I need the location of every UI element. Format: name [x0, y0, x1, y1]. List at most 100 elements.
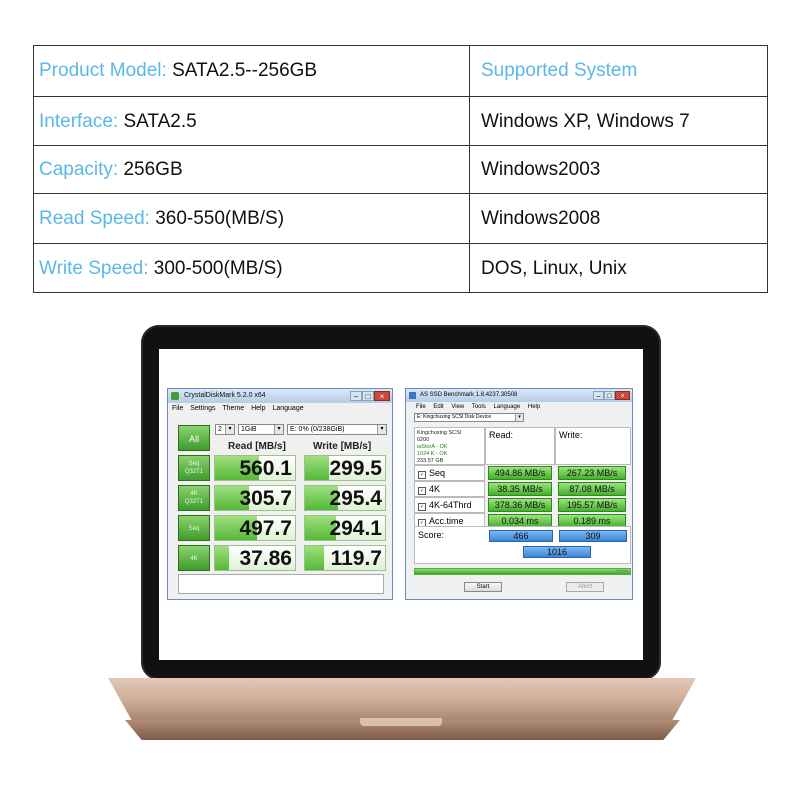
- test-4k[interactable]: ✓4K: [414, 481, 485, 497]
- chevron-down-icon: ▾: [225, 425, 234, 434]
- write-bar: [305, 486, 338, 510]
- checkbox-checked-icon[interactable]: ✓: [418, 471, 426, 479]
- close-icon[interactable]: ×: [374, 391, 390, 401]
- read-result: 38.35 MB/s: [488, 482, 552, 496]
- minimize-icon[interactable]: –: [593, 391, 604, 400]
- drive-select[interactable]: E: Kingchuxing SCSI Disk Device ▾: [414, 413, 524, 422]
- write-bar: [305, 546, 325, 570]
- spec-row: Interface: SATA2.5 Windows XP, Windows 7: [34, 96, 767, 146]
- read-value: 560.1: [239, 457, 292, 480]
- abort-button[interactable]: Abort: [566, 582, 604, 592]
- spec-value: SATA2.5: [123, 110, 197, 132]
- test-button-4k[interactable]: 4K: [178, 545, 210, 571]
- spec-value: 256GB: [123, 159, 183, 180]
- menu-tools[interactable]: Tools: [471, 404, 486, 410]
- system-entry: Windows XP, Windows 7: [481, 110, 690, 132]
- read-column-header: Read:: [485, 427, 555, 465]
- asd-titlebar: AS SSD Benchmark 1.8.4237.30508 – □ ×: [406, 389, 632, 402]
- test-button-seq[interactable]: Seq: [178, 515, 210, 541]
- close-icon[interactable]: ×: [615, 391, 630, 400]
- write-value: 119.7: [330, 547, 382, 570]
- write-result: 294.1: [304, 515, 386, 541]
- test-label: Acc.time: [429, 516, 464, 526]
- drive-info: Kingchuxing SCSI 0200 iaStorA - OK 1024 …: [414, 427, 485, 465]
- drive-firmware: 0200: [417, 437, 430, 443]
- test-name: Seq: [188, 461, 200, 467]
- test-seq[interactable]: ✓Seq: [414, 465, 485, 481]
- spec-row-left: Read Speed: 360-550(MB/S): [39, 208, 284, 230]
- write-result: 195.57 MB/s: [558, 498, 626, 512]
- test-subname: Q32T1: [184, 499, 204, 505]
- minimize-icon[interactable]: –: [350, 391, 362, 401]
- read-result: 378.36 MB/s: [488, 498, 552, 512]
- chevron-down-icon: ▾: [515, 414, 523, 421]
- maximize-icon[interactable]: □: [604, 391, 615, 400]
- menu-file[interactable]: File: [416, 404, 426, 410]
- menu-view[interactable]: View: [451, 404, 465, 410]
- size-select-value: 1GiB: [241, 426, 257, 433]
- system-entry: Windows2008: [481, 208, 601, 229]
- menu-language[interactable]: Language: [493, 404, 521, 410]
- checkbox-checked-icon[interactable]: ✓: [418, 487, 426, 495]
- read-bar: [215, 486, 249, 510]
- laptop-base: [108, 678, 696, 720]
- maximize-icon[interactable]: □: [362, 391, 374, 401]
- menu-help[interactable]: Help: [251, 405, 266, 412]
- spec-row-left: Product Model: SATA2.5--256GB: [39, 60, 317, 82]
- test-label: 4K-64Thrd: [429, 500, 472, 510]
- test-button-seq-q32t1[interactable]: Seq Q32T1: [178, 455, 210, 481]
- cdm-menubar: File Settings Theme Help Language: [168, 403, 392, 414]
- spec-key: Interface:: [39, 110, 119, 132]
- test-4k-64thrd[interactable]: ✓4K-64Thrd: [414, 497, 485, 513]
- read-value: 305.7: [239, 487, 292, 510]
- asd-title: AS SSD Benchmark 1.8.4237.30508: [420, 392, 518, 398]
- spec-value: SATA2.5--256GB: [172, 60, 318, 81]
- write-result: 295.4: [304, 485, 386, 511]
- test-label: 4K: [429, 484, 441, 494]
- spec-table: Product Model: SATA2.5--256GB Supported …: [33, 45, 768, 293]
- progress-time: ----:--: [616, 568, 628, 574]
- write-value: 294.1: [329, 517, 382, 540]
- spec-value: 360-550(MB/S): [155, 208, 285, 229]
- menu-edit[interactable]: Edit: [433, 404, 444, 410]
- spec-key: Product Model:: [39, 60, 167, 81]
- write-header: Write [MB/s]: [313, 441, 372, 452]
- checkbox-checked-icon[interactable]: ✓: [418, 503, 426, 511]
- size-select[interactable]: 1GiB ▾: [238, 424, 284, 435]
- cdm-titlebar: CrystalDiskMark 5.2.0 x64 – □ ×: [168, 389, 392, 403]
- all-button[interactable]: All: [178, 425, 210, 451]
- system-entry: DOS, Linux, Unix: [481, 258, 627, 279]
- test-button-4k-q32t1[interactable]: 4K Q32T1: [178, 485, 210, 511]
- write-bar: [305, 456, 329, 480]
- menu-theme[interactable]: Theme: [222, 405, 245, 412]
- test-name: 4K: [190, 491, 198, 497]
- score-total: 1016: [523, 546, 591, 558]
- comment-input[interactable]: [178, 574, 384, 594]
- as-ssd-window: AS SSD Benchmark 1.8.4237.30508 – □ × Fi…: [405, 388, 633, 600]
- asd-menubar: File Edit View Tools Language Help: [406, 402, 632, 412]
- drive-select[interactable]: E: 0% (0/238GiB) ▾: [287, 424, 387, 435]
- driver-status: iaStorA - OK: [417, 444, 448, 450]
- menu-help[interactable]: Help: [527, 404, 541, 410]
- test-label: Seq: [429, 468, 446, 478]
- count-select-value: 2: [218, 426, 222, 433]
- read-header: Read [MB/s]: [228, 441, 286, 452]
- read-result: 497.7: [214, 515, 296, 541]
- count-select[interactable]: 2 ▾: [215, 424, 235, 435]
- read-result: 305.7: [214, 485, 296, 511]
- menu-file[interactable]: File: [172, 405, 184, 412]
- chevron-down-icon: ▾: [274, 425, 283, 434]
- menu-settings[interactable]: Settings: [190, 405, 216, 412]
- read-bar: [215, 546, 230, 570]
- write-bar: [305, 516, 337, 540]
- score-write: 309: [559, 530, 627, 542]
- laptop-base-edge: [125, 720, 680, 740]
- menu-language[interactable]: Language: [272, 405, 304, 412]
- score-read: 466: [489, 530, 553, 542]
- read-value: 37.86: [239, 547, 292, 570]
- spec-row: Capacity: 256GB Windows2003: [34, 145, 767, 194]
- spec-key: Capacity:: [39, 159, 119, 180]
- start-button[interactable]: Start: [464, 582, 502, 592]
- write-result: 267.23 MB/s: [558, 466, 626, 480]
- write-result: 299.5: [304, 455, 386, 481]
